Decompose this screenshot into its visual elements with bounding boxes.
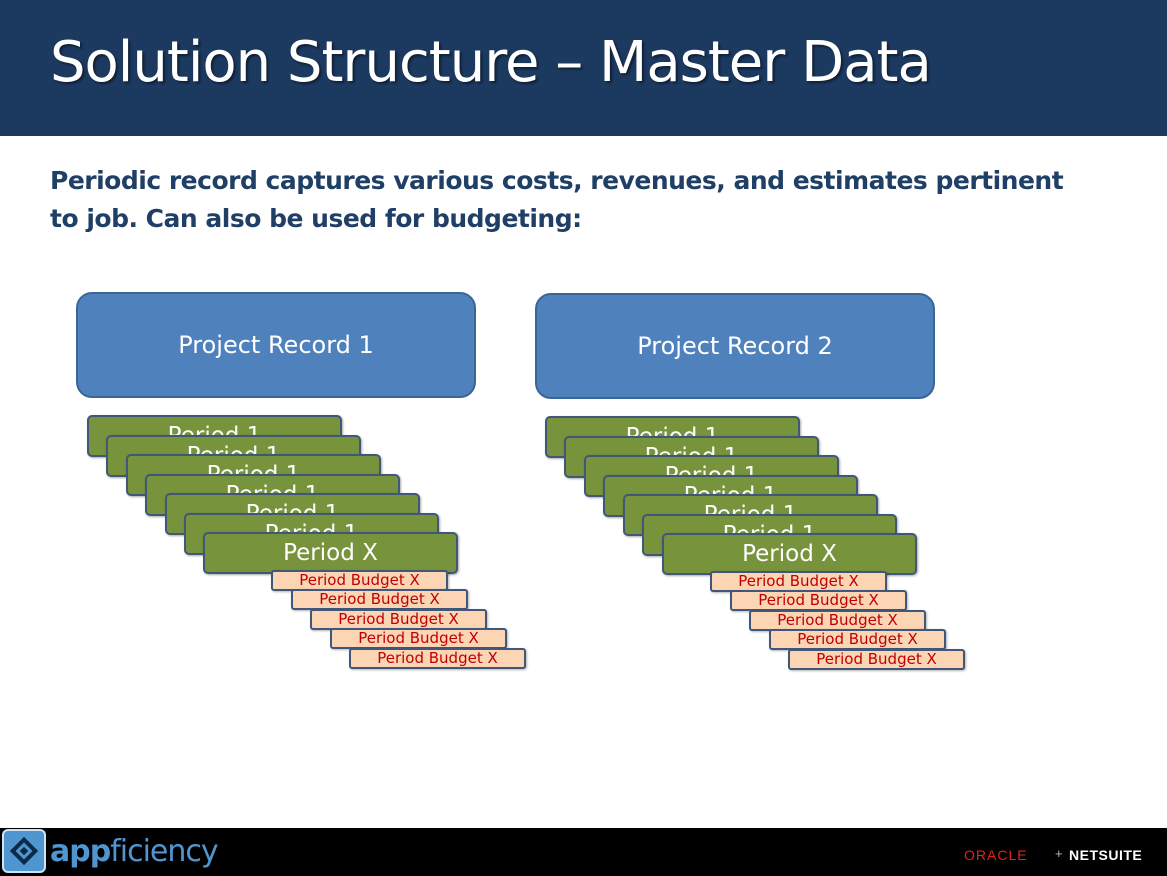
period-box-front: Period X: [203, 532, 458, 574]
diamond-icon: [9, 836, 39, 866]
period-budget-box: Period Budget X: [310, 609, 487, 630]
period-budget-label: Period Budget X: [319, 590, 440, 608]
period-budget-box: Period Budget X: [271, 570, 448, 591]
slide-subtitle: Periodic record captures various costs, …: [50, 166, 1064, 233]
period-label: Period X: [283, 540, 378, 566]
period-budget-box: Period Budget X: [769, 629, 946, 650]
period-budget-label: Period Budget X: [299, 571, 420, 589]
period-budget-box: Period Budget X: [710, 571, 887, 592]
period-budget-label: Period Budget X: [338, 610, 459, 628]
project-record-label: Project Record 1: [178, 331, 374, 359]
period-budget-box: Period Budget X: [788, 649, 965, 670]
period-budget-label: Period Budget X: [777, 611, 898, 629]
partner-plus: +: [1055, 846, 1063, 861]
slide-title: Solution Structure – Master Data: [50, 30, 932, 95]
oracle-logo: ORACLE: [964, 847, 1028, 863]
period-budget-label: Period Budget X: [738, 572, 859, 590]
project-record-box: Project Record 1: [76, 292, 476, 398]
slide-footer: appficiency ORACLE + NETSUITE: [0, 828, 1167, 876]
period-budget-box: Period Budget X: [349, 648, 526, 669]
period-budget-box: Period Budget X: [749, 610, 926, 631]
project-record-label: Project Record 2: [637, 332, 833, 360]
period-budget-label: Period Budget X: [377, 649, 498, 667]
period-budget-label: Period Budget X: [797, 630, 918, 648]
brand-suffix: ficiency: [110, 834, 218, 869]
period-budget-box: Period Budget X: [730, 590, 907, 611]
slide-header: Solution Structure – Master Data: [0, 0, 1167, 136]
period-budget-label: Period Budget X: [358, 629, 479, 647]
period-budget-box: Period Budget X: [330, 628, 507, 649]
appficiency-logo-icon: [2, 829, 46, 873]
appficiency-logo-text: appficiency: [50, 834, 219, 869]
period-box-front: Period X: [662, 533, 917, 575]
period-budget-label: Period Budget X: [758, 591, 879, 609]
netsuite-logo: NETSUITE: [1069, 847, 1143, 863]
period-budget-label: Period Budget X: [816, 650, 937, 668]
brand-prefix: app: [50, 834, 111, 869]
project-record-box: Project Record 2: [535, 293, 935, 399]
period-budget-box: Period Budget X: [291, 589, 468, 610]
period-label: Period X: [742, 541, 837, 567]
